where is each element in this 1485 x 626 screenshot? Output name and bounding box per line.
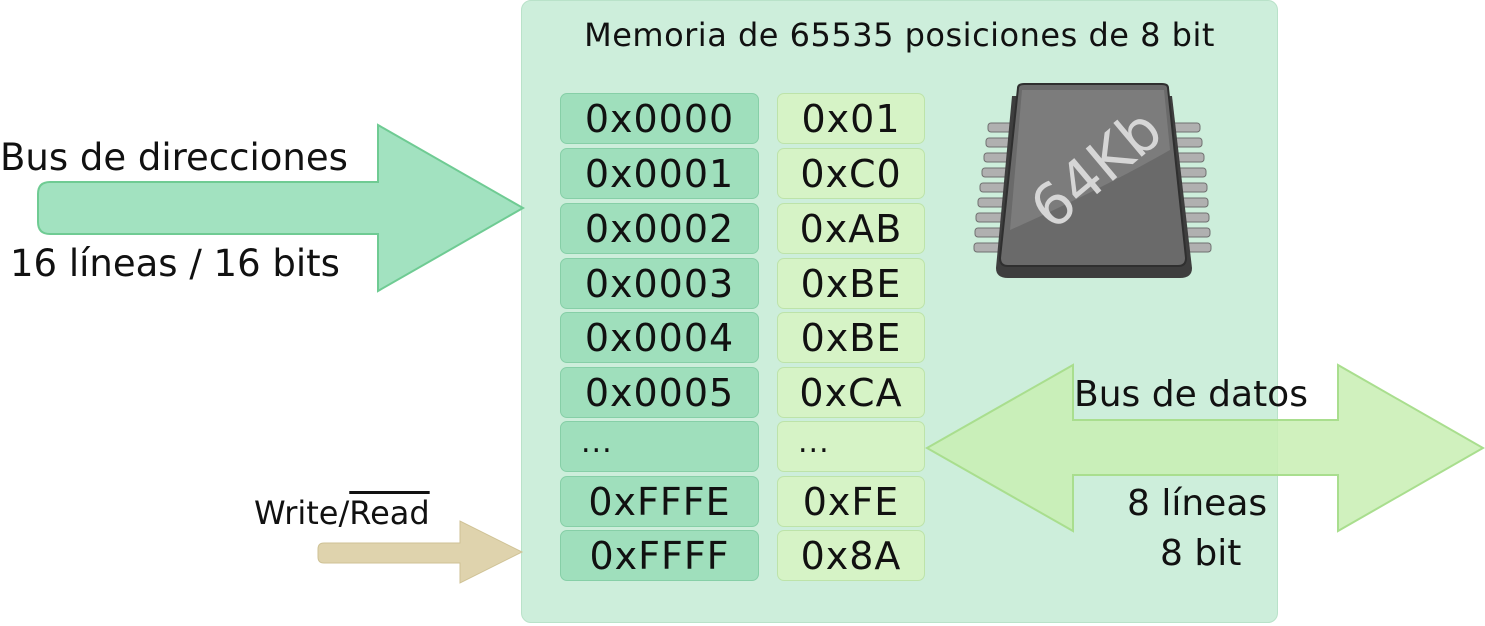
data-cell: 0xBE bbox=[777, 258, 925, 309]
address-cell: 0x0002 bbox=[560, 203, 759, 254]
address-cell: 0xFFFF bbox=[560, 530, 759, 581]
write-label: Write/ bbox=[254, 494, 350, 532]
data-bus-line2: 8 bit bbox=[1160, 533, 1242, 574]
address-bus-arrow bbox=[37, 123, 526, 293]
data-cell: 0x8A bbox=[777, 530, 925, 581]
address-bus-subtitle: 16 líneas / 16 bits bbox=[10, 242, 340, 285]
memory-title: Memoria de 65535 posiciones de 8 bit bbox=[584, 16, 1215, 54]
data-cell: 0xAB bbox=[777, 203, 925, 254]
data-bus-title: Bus de datos bbox=[1074, 374, 1308, 415]
data-bus-line1: 8 líneas bbox=[1127, 483, 1268, 524]
address-cell: 0x0004 bbox=[560, 312, 759, 363]
data-cell: 0xC0 bbox=[777, 148, 925, 199]
data-bus-arrow bbox=[924, 363, 1485, 533]
address-bus-title: Bus de direcciones bbox=[0, 136, 348, 179]
address-cell: 0x0001 bbox=[560, 148, 759, 199]
read-label: Read bbox=[349, 494, 430, 532]
write-read-label: Write/Read bbox=[254, 494, 430, 532]
data-cell-ellipsis: ... bbox=[777, 421, 925, 472]
data-cell: 0xFE bbox=[777, 476, 925, 527]
address-cell: 0x0000 bbox=[560, 93, 759, 144]
chip-icon bbox=[973, 83, 1212, 278]
data-cell: 0xCA bbox=[777, 367, 925, 418]
address-cell: 0x0003 bbox=[560, 258, 759, 309]
address-cell-ellipsis: ... bbox=[560, 421, 759, 472]
address-cell: 0x0005 bbox=[560, 367, 759, 418]
data-cell: 0x01 bbox=[777, 93, 925, 144]
write-read-arrow bbox=[317, 520, 524, 584]
data-cell: 0xBE bbox=[777, 312, 925, 363]
address-cell: 0xFFFE bbox=[560, 476, 759, 527]
